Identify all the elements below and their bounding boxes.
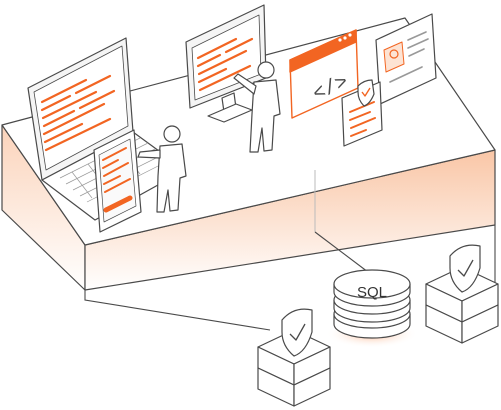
server-box-icon — [425, 244, 499, 344]
person-icon — [137, 125, 187, 213]
person-icon — [233, 61, 281, 153]
shield-check-icon — [281, 308, 313, 357]
database-label: SQL — [357, 284, 387, 301]
shield-check-icon — [449, 244, 481, 293]
database-icon: SQL — [326, 269, 418, 348]
server-box-icon — [257, 308, 331, 407]
laptop-code-lines — [40, 74, 116, 152]
monitor-code-lines — [196, 37, 254, 92]
phone-icon — [93, 129, 142, 233]
secure-document-icon — [341, 79, 383, 147]
phone-code-lines — [102, 147, 131, 193]
code-window-icon: </> — [289, 29, 359, 119]
